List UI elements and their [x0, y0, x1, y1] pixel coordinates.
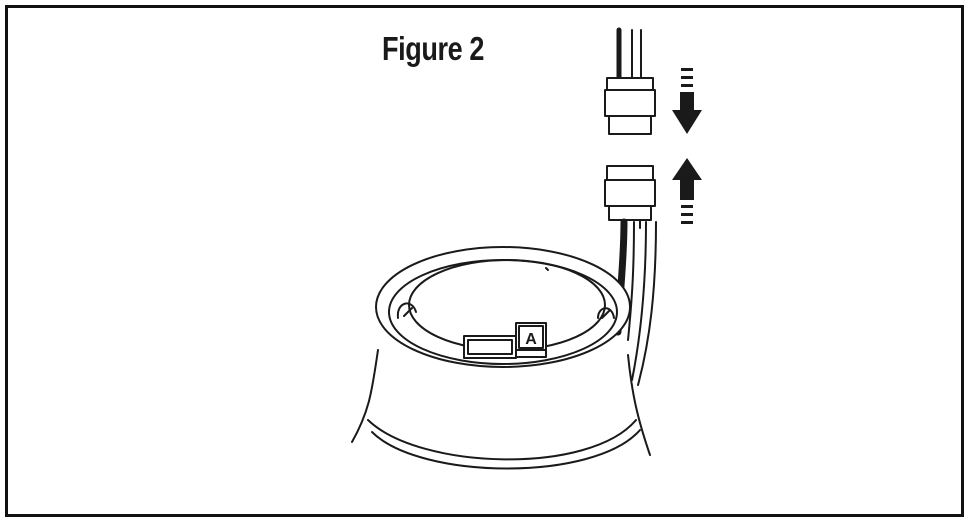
- lower-plug-body: [604, 179, 656, 207]
- up-arrow-icon: [672, 158, 702, 224]
- lower-plug-top: [606, 165, 654, 181]
- upper-plug: [604, 27, 656, 135]
- figure-title: Figure 2: [382, 30, 484, 67]
- down-arrow-icon: [672, 68, 702, 134]
- connector-a-label: A: [525, 331, 537, 348]
- white-wire: [631, 221, 647, 381]
- connector-a: A: [463, 322, 547, 359]
- upper-plug-body: [604, 89, 656, 117]
- upper-plug-collar: [606, 77, 654, 91]
- lower-plug-collar: [608, 205, 652, 221]
- lower-plug: [604, 165, 656, 229]
- figure-frame: [5, 5, 964, 517]
- upper-plug-tip: [608, 115, 652, 135]
- screw-hole-right: [597, 307, 615, 319]
- screw-hole-left: [396, 302, 417, 319]
